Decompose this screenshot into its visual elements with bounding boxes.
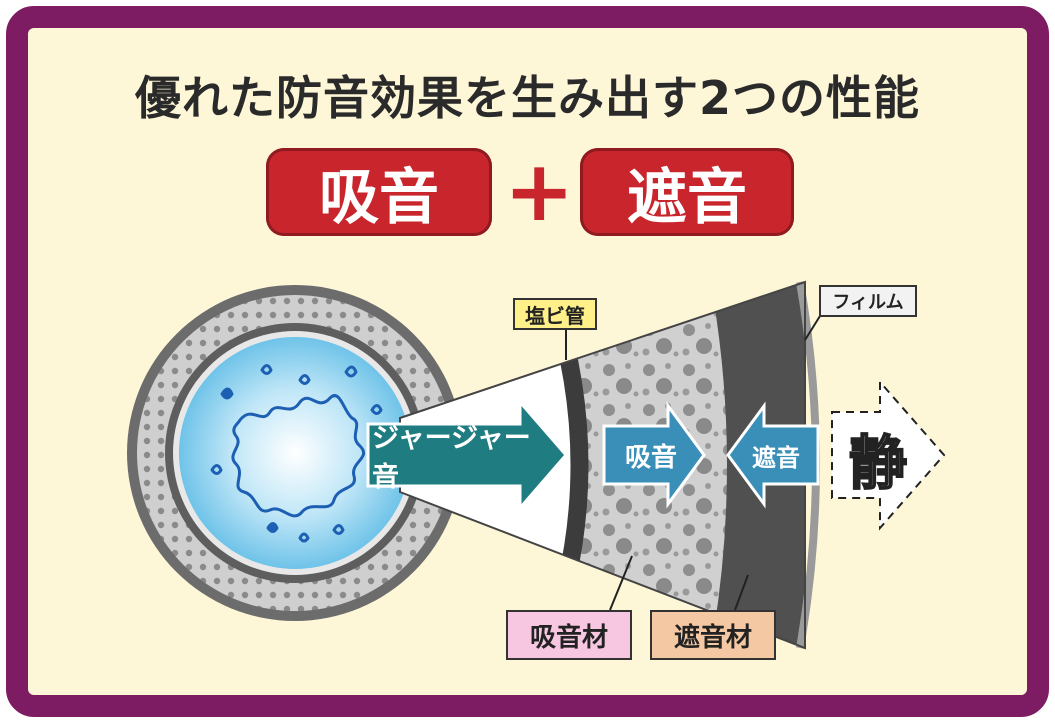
plus-sign: + — [504, 142, 575, 240]
water-splash-icon — [210, 364, 383, 543]
insulation-arrow-label: 遮音 — [752, 443, 800, 472]
quiet-arrow — [831, 379, 946, 531]
insulating-material-label: 遮音材 — [650, 610, 776, 660]
absorption-arrow — [602, 401, 706, 509]
page-title: 優れた防音効果を生み出す2つの性能 — [134, 71, 920, 125]
noise-arrow — [366, 397, 568, 513]
insulation-badge: 遮音 — [580, 148, 794, 236]
absorption-badge: 吸音 — [266, 148, 492, 236]
noise-arrow-label: ジャージャー音 — [372, 423, 531, 493]
absorbing-material-label: 吸音材 — [506, 610, 632, 660]
absorption-arrow-label: 吸音 — [624, 442, 677, 473]
film-label: フィルム — [819, 285, 917, 317]
pipe-cross-section — [127, 285, 463, 621]
quiet-label: 静 — [848, 428, 908, 498]
insulation-arrow — [726, 401, 820, 509]
pvc-pipe-label: 塩ビ管 — [513, 298, 597, 330]
